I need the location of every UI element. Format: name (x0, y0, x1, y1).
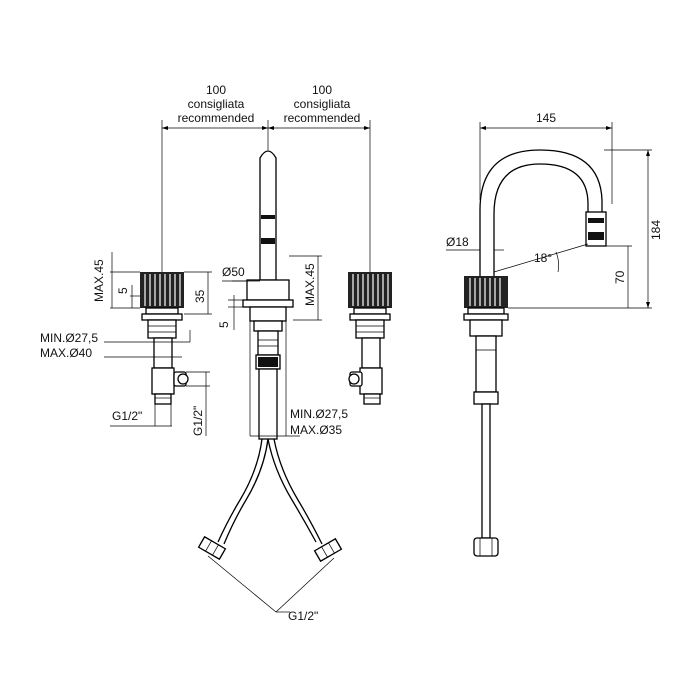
supply-hoses: G1/2" (197, 438, 343, 623)
right-spacing-line2: recommended (284, 111, 361, 125)
left-valve (140, 272, 189, 405)
left-spacing-value: 100 (206, 83, 226, 97)
height70-label: 70 (613, 270, 627, 284)
left-valve-dimensions: MAX.45 5 35 MIN.Ø27,5 MAX.Ø40 G1/2" G1/2… (40, 252, 212, 436)
angle18-label: 18° (534, 251, 552, 265)
min-center-label: MIN.Ø27,5 (290, 407, 348, 421)
right-spacing-line1: consigliata (294, 97, 351, 111)
side-view (463, 149, 607, 557)
g12-bottom-label: G1/2" (288, 609, 318, 623)
max45-left-label: MAX.45 (92, 259, 106, 302)
right-valve (348, 272, 392, 405)
right-knob (348, 272, 392, 308)
right-spacing-value: 100 (312, 83, 332, 97)
max-center-label: MAX.Ø35 (290, 423, 342, 437)
five-center-label: 5 (217, 321, 231, 328)
spacing-dimension-right: 100 consigliata recommended (267, 83, 371, 272)
max45-center-label: MAX.45 (303, 263, 317, 306)
side-view-dimensions: 145 184 70 Ø18 18° (446, 111, 663, 309)
width145-label: 145 (536, 111, 556, 125)
thirtyfive-label: 35 (193, 289, 207, 303)
center-spout (242, 150, 294, 440)
left-knob (140, 272, 184, 308)
max-left-label: MAX.Ø40 (40, 346, 92, 360)
spacing-dimension-left: 100 consigliata recommended (161, 83, 268, 272)
dia18-label: Ø18 (446, 235, 469, 249)
g12-left-vertical: G1/2" (191, 406, 205, 436)
height184-label: 184 (649, 220, 663, 240)
min-left-label: MIN.Ø27,5 (40, 331, 98, 345)
center-spout-dimensions: Ø50 5 MAX.45 MIN.Ø27,5 MAX.Ø35 (217, 255, 348, 437)
g12-left-horizontal: G1/2" (112, 409, 142, 423)
left-spacing-line1: consigliata (188, 97, 245, 111)
left-spacing-line2: recommended (178, 111, 255, 125)
five-left-label: 5 (116, 287, 130, 294)
dia50-label: Ø50 (222, 265, 245, 279)
